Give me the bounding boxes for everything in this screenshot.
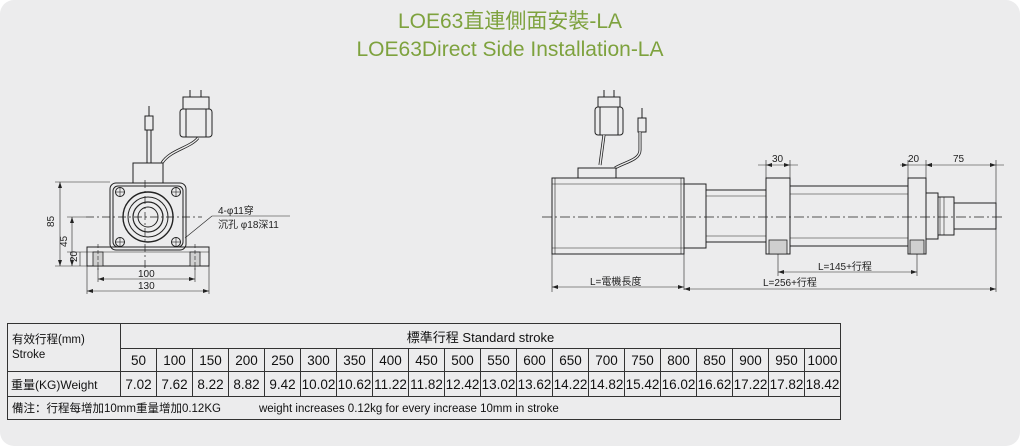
weight-cell: 18.42 [804,371,841,397]
table-note: 備注：行程每增加10mm重量增加0.12KG weight increases 0… [7,396,841,420]
stroke-cell: 50 [120,348,157,372]
weight-cell: 16.62 [696,371,733,397]
stroke-cell: 600 [516,348,553,372]
weight-cell: 10.02 [300,371,337,397]
dim-20-front: 20 [69,250,80,262]
weight-cell: 14.22 [552,371,589,397]
weight-cell: 15.42 [624,371,661,397]
weight-cell: 13.02 [480,371,517,397]
weight-cell: 7.02 [120,371,157,397]
weight-cell: 10.62 [336,371,373,397]
stroke-header-cn: 有效行程(mm) [12,333,85,346]
technical-drawing: 85 45 20 100 130 4-φ11穿 沉孔 φ18深11 [46,90,1005,294]
note-english: weight increases 0.12kg for every increa… [258,403,559,415]
hole-note-counterbore: 沉孔 φ18深11 [218,218,279,231]
stroke-cell: 1000 [804,348,841,372]
stroke-cell: 200 [228,348,265,372]
dim-motor-length: L=電機長度 [590,275,641,288]
weight-cell: 11.82 [408,371,445,397]
weight-cell: 16.02 [660,371,697,397]
stroke-cell: 950 [768,348,805,372]
title-chinese: LOE63直連側面安裝-LA [397,10,623,33]
stroke-cell: 500 [444,348,481,372]
dim-20-side: 20 [908,154,920,165]
dim-130: 130 [138,281,155,292]
weight-cell: 8.82 [228,371,265,397]
stroke-cell: 900 [732,348,769,372]
stroke-cell: 300 [300,348,337,372]
weight-cell: 8.22 [192,371,229,397]
stroke-cell: 850 [696,348,733,372]
stroke-cell: 450 [408,348,445,372]
stroke-cell: 350 [336,348,373,372]
weight-cell: 12.42 [444,371,481,397]
stroke-cell: 150 [192,348,229,372]
stroke-header-label: 有效行程(mm) Stroke [7,323,121,372]
stroke-cell: 700 [588,348,625,372]
table-header-row: 有效行程(mm) Stroke 標準行程 Standard stroke [7,323,841,372]
dim-85: 85 [46,215,57,227]
dim-100: 100 [138,269,155,280]
note-chinese: 備注：行程每增加10mm重量增加0.12KG [12,403,221,415]
dim-75: 75 [953,154,965,165]
hole-note-through: 4-φ11穿 [218,204,254,217]
title-english: LOE63Direct Side Installation-LA [356,38,664,61]
weight-cell: 13.62 [516,371,553,397]
dim-45: 45 [59,235,70,247]
front-view [55,90,290,294]
dim-30: 30 [772,154,784,165]
stroke-cell: 400 [372,348,409,372]
weight-cell: 7.62 [156,371,193,397]
side-view [542,90,1005,292]
weight-cell: 17.22 [732,371,769,397]
stroke-cell: 750 [624,348,661,372]
table-note-row: 備注：行程每增加10mm重量增加0.12KG weight increases 0… [7,396,841,420]
stroke-header-en: Stroke [12,348,46,361]
weight-cell: 11.22 [372,371,409,397]
weight-cell: 14.82 [588,371,625,397]
side-cable [594,90,647,170]
weight-cell: 17.82 [768,371,805,397]
weight-label: 重量(KG)Weight [7,371,121,397]
dim-l145-stroke: L=145+行程 [818,260,872,273]
weight-cell: 9.42 [264,371,301,397]
front-cable [144,90,213,164]
stroke-cell: 100 [156,348,193,372]
stroke-cell: 650 [552,348,589,372]
dim-l256-stroke: L=256+行程 [763,276,817,289]
stroke-cell: 800 [660,348,697,372]
stroke-cell: 550 [480,348,517,372]
standard-stroke-label: 標準行程 Standard stroke [120,323,841,349]
stroke-cell: 250 [264,348,301,372]
